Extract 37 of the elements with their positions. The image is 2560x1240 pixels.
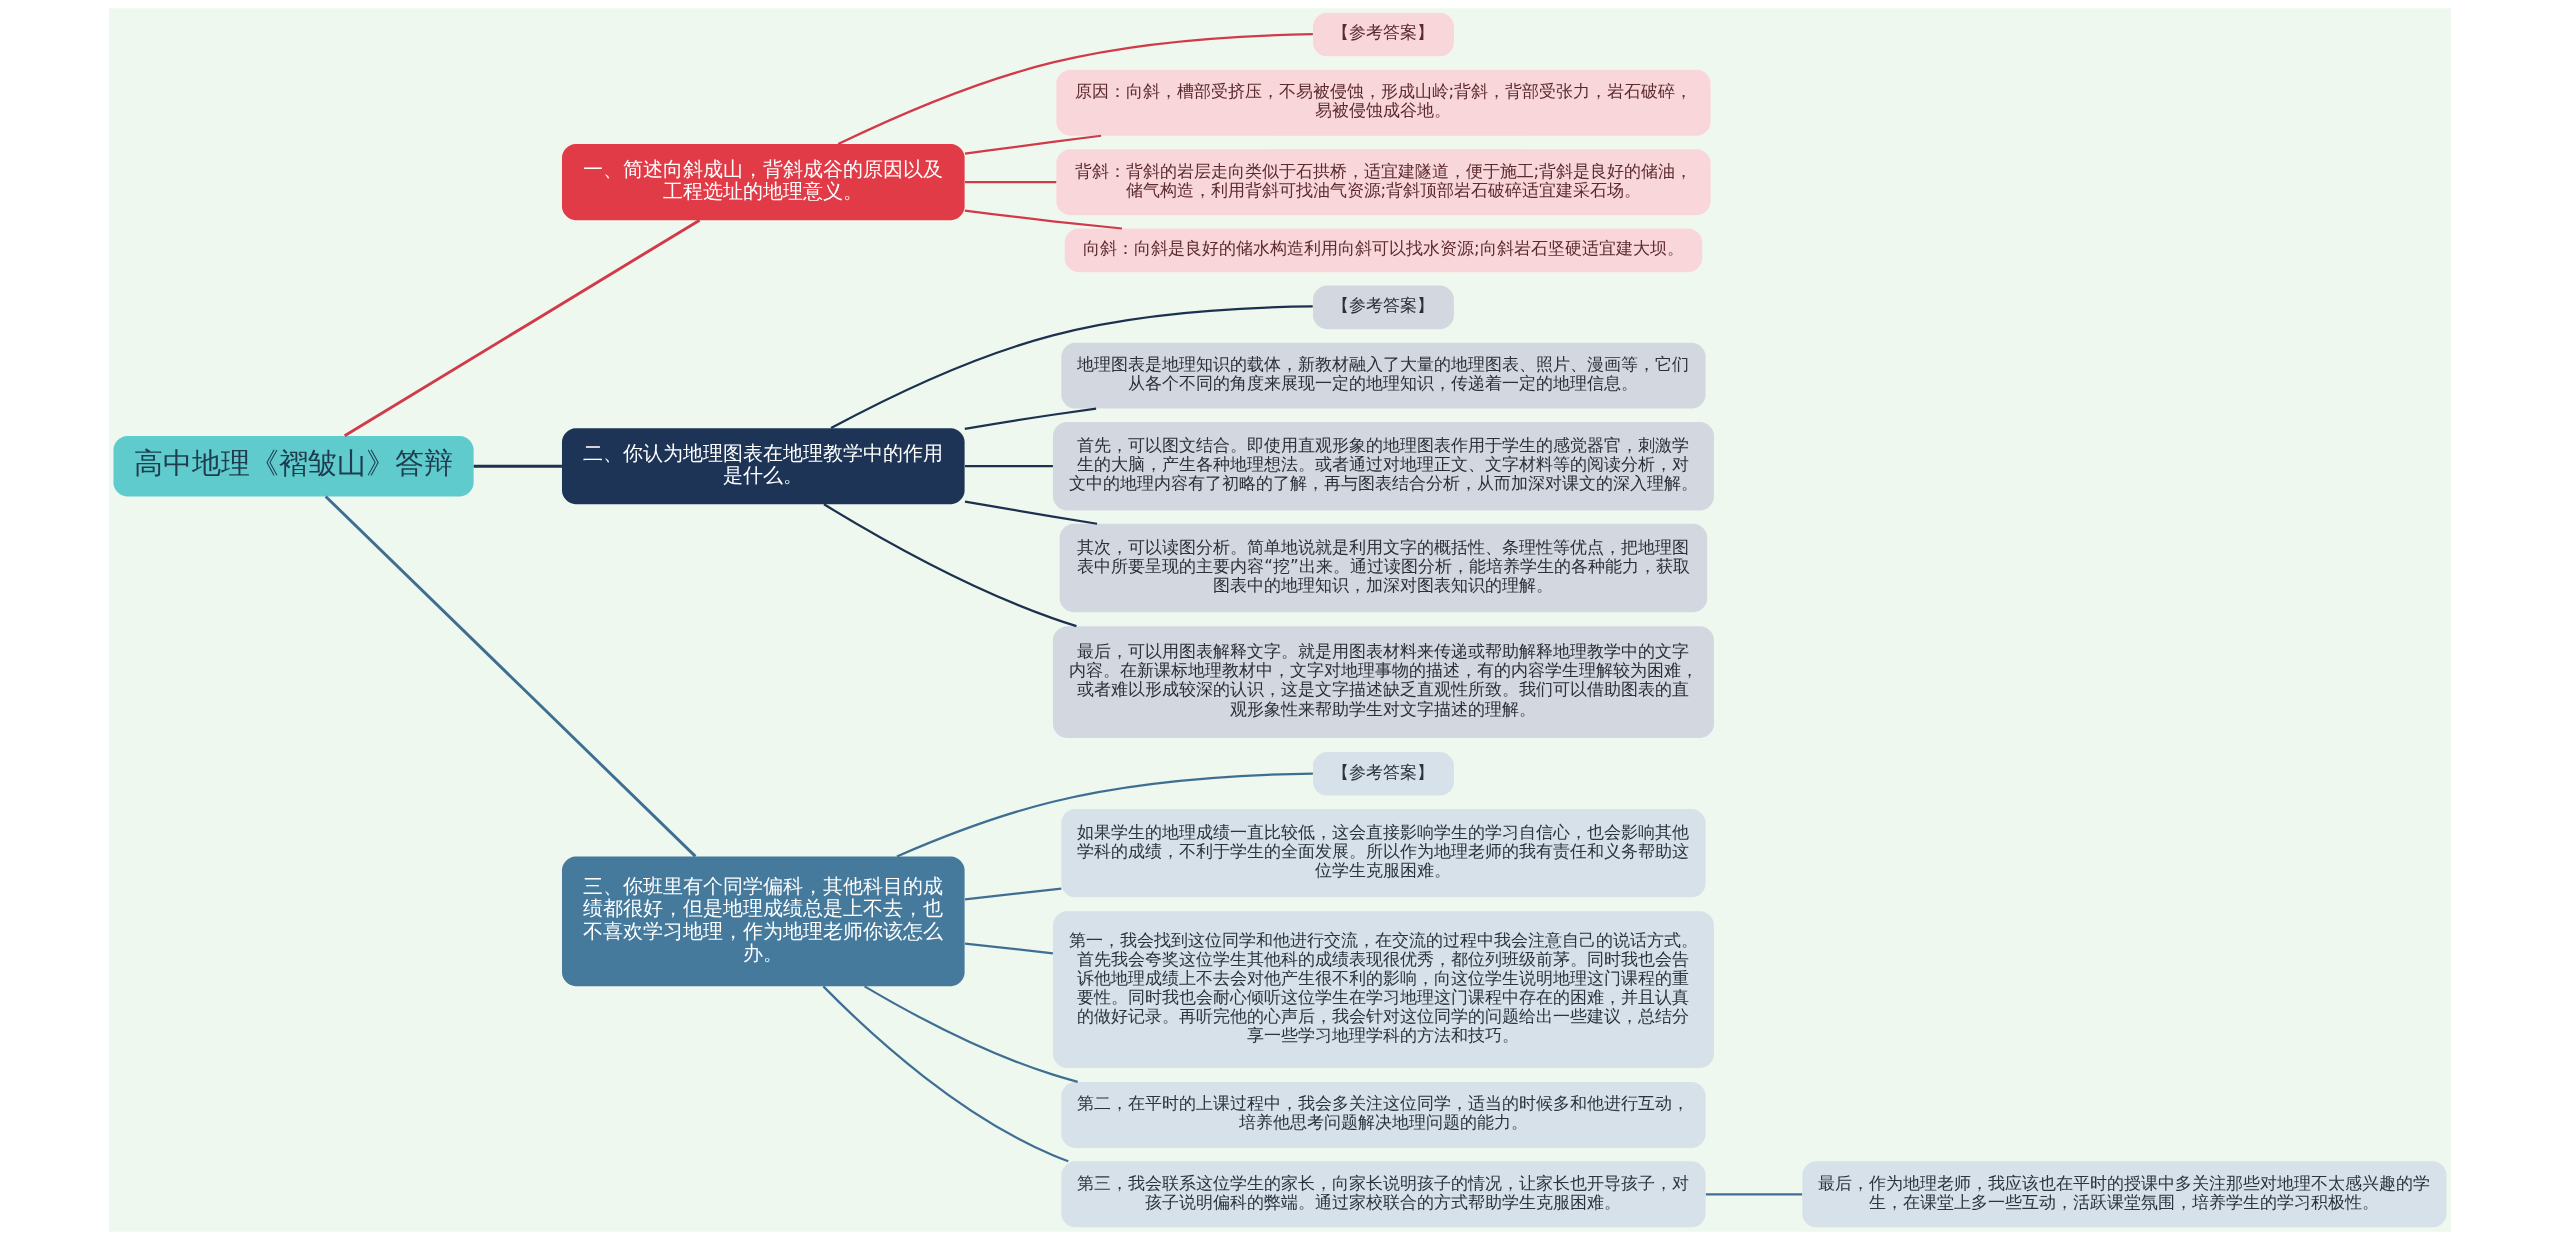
connector — [964, 209, 1123, 230]
node-box: 三、你班里有个同学偏科，其他科目的成绩都很好，但是地理成绩总是上不去，也不喜欢学习地理，作为地理老师你该怎么办。 — [561, 856, 965, 987]
node-box: 【参考答案】 — [1313, 12, 1454, 57]
node-box: 原因：向斜，槽部受挤压，不易被侵蚀，形成山岭;背斜，背部受张力，岩石破碎，易被侵蚀成谷地。 — [1056, 69, 1711, 136]
connector — [864, 985, 1078, 1083]
node-box: 最后，作为地理老师，我应该也在平时的授课中多关注那些对地理不太感兴趣的学生，在课堂上多一些互动，活跃课堂氛围，培养学生的学习积极性。 — [1802, 1161, 2447, 1228]
connector — [896, 772, 1313, 858]
connector — [1705, 1193, 1803, 1196]
connector — [343, 218, 701, 438]
connector — [964, 500, 1098, 525]
node-box: 背斜：背斜的岩层走向类似于石拱桥，适宜建隧道，便于施工;背斜是良好的储油，储气构造，利用背斜可找油气资源;背斜顶部岩石破碎适宜建采石场。 — [1056, 149, 1711, 216]
connector — [830, 305, 1313, 430]
node-box: 地理图表是地理知识的载体，新教材融入了大量的地理图表、照片、漫画等，它们从各个不同的角度来展现一定的地理知识，传递着一定的地理信息。 — [1061, 342, 1706, 409]
node-box: 首先，可以图文结合。即使用直观形象的地理图表作用于学生的感觉器官，刺激学生的大脑，产生各种地理想法。或者通过对地理正文、文字材料等的阅读分析，对文中的地理内容有了初略的了解，再与图表结合分析，从而加深对课文的深入理解。 — [1052, 422, 1714, 511]
node-box: 第二，在平时的上课过程中，我会多关注这位同学，适当的时候多和他进行互动，培养他思考问题解决地理问题的能力。 — [1061, 1081, 1706, 1148]
connector — [823, 503, 1077, 628]
node-box: 一、简述向斜成山，背斜成谷的原因以及工程选址的地理意义。 — [561, 144, 965, 221]
node-box: 第一，我会找到这位同学和他进行交流，在交流的过程中我会注意自己的说话方式。首先我会夸奖这位学生其他科的成绩表现很优秀，都位列班级前茅。同时我也会告诉他地理成绩上不去会对他产生很不利的影响，向这位学生说明地理这门课程的重要性。同时我也会耐心倾听这位学生在学习地理这门课程中存在的困难，并且认真的做好记录。再听完他的心声后，我会针对这位同学的问题给出一些建议，总结分享一些学习地理学科的方法和技巧。 — [1052, 911, 1714, 1068]
node-box: 最后，可以用图表解释文字。就是用图表材料来传递或帮助解释地理教学中的文字内容。在新课标地理教材中，文字对地理事物的描述，有的内容学生理解较为困难，或者难以形成较深的认识，这是文字描述缺乏直观性所致。我们可以借助图表的直观形象性来帮助学生对文字描述的理解。 — [1052, 626, 1714, 738]
node-box: 向斜：向斜是良好的储水构造利用向斜可以找水资源;向斜岩石坚硬适宜建大坝。 — [1064, 228, 1703, 273]
connector — [473, 464, 562, 468]
node-box: 其次，可以读图分析。简单地说就是利用文字的概括性、条理性等优点，把地理图表中所要呈现的主要内容“挖”出来。通过读图分析，能培养学生的各种能力，获取图表中的地理知识，加深对图表知识的理解。 — [1059, 523, 1708, 613]
connector — [964, 887, 1062, 901]
connector — [964, 134, 1102, 155]
node-box: 如果学生的地理成绩一直比较低，这会直接影响学生的学习自信心，也会影响其他学科的成绩，不利于学生的全面发展。所以作为地理老师的我有责任和义务帮助这位学生克服困难。 — [1061, 809, 1706, 898]
node-box: 第三，我会联系这位学生的家长，向家长说明孩子的情况，让家长也开导孩子，对孩子说明偏科的弊端。通过家校联合的方式帮助学生克服困难。 — [1061, 1161, 1706, 1228]
node-box: 二、你认为地理图表在地理教学中的作用是什么。 — [561, 428, 965, 505]
connector — [965, 181, 1057, 184]
connector — [964, 407, 1097, 431]
connector — [822, 985, 1069, 1163]
connector — [324, 495, 697, 858]
node-box: 高中地理《褶皱山》答辩 — [113, 436, 474, 497]
node-box: 【参考答案】 — [1313, 752, 1454, 796]
node-box: 【参考答案】 — [1313, 285, 1454, 330]
connector — [964, 942, 1054, 955]
connector — [965, 465, 1053, 468]
connector — [837, 33, 1313, 146]
